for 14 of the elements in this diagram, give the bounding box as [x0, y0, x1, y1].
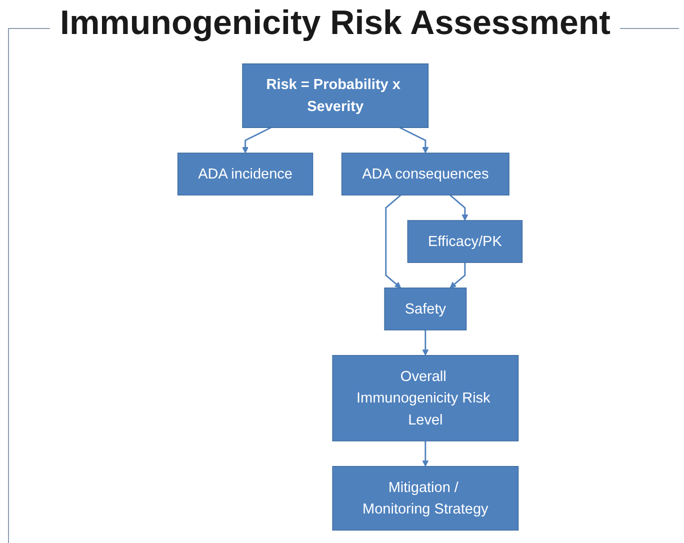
node-box: Mitigation / Monitoring Strategy	[332, 466, 519, 531]
arrow	[422, 330, 429, 356]
arrow	[450, 194, 468, 221]
arrow	[242, 126, 272, 154]
node-box: Overall Immunogenicity Risk Level	[332, 355, 519, 442]
node-box: ADA incidence	[177, 152, 314, 196]
arrow	[422, 440, 429, 467]
node-box: ADA consequences	[341, 152, 510, 196]
node-box: Efficacy/PK	[407, 220, 523, 263]
node-box: Safety	[384, 288, 467, 330]
node-box: Risk = Probability x Severity	[242, 63, 429, 128]
arrow	[399, 126, 429, 154]
arrow	[450, 262, 466, 288]
arrow	[385, 194, 402, 288]
